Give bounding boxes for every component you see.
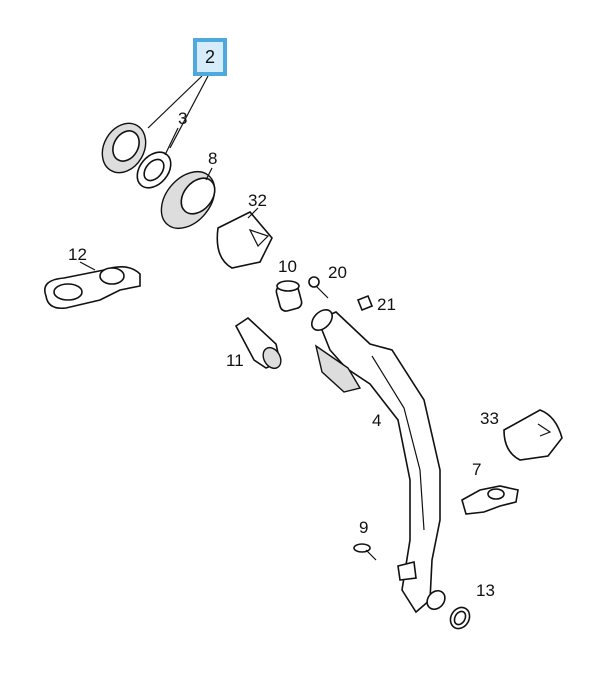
callout-2-selected[interactable]: 2 <box>193 38 227 76</box>
part-2-cap[interactable] <box>94 115 155 180</box>
part-20-screw[interactable] <box>308 276 329 299</box>
callout-10[interactable]: 10 <box>278 257 297 276</box>
callout-32[interactable]: 32 <box>248 191 267 210</box>
callout-8[interactable]: 8 <box>208 149 218 168</box>
part-10-bushing[interactable] <box>275 280 303 312</box>
callout-11[interactable]: 11 <box>226 351 244 370</box>
part-3-seal[interactable] <box>130 127 179 194</box>
callout-4[interactable]: 4 <box>372 411 382 430</box>
part-7-clip[interactable] <box>461 485 519 515</box>
part-4-filler-pipe[interactable] <box>308 306 449 614</box>
callout-33[interactable]: 33 <box>480 409 499 428</box>
callout-20[interactable]: 20 <box>328 263 347 282</box>
leader-line-2a <box>147 75 203 129</box>
callout-13[interactable]: 13 <box>476 581 495 600</box>
part-8-collar[interactable] <box>151 161 226 238</box>
callout-12[interactable]: 12 <box>68 245 87 264</box>
part-32-boot[interactable] <box>216 207 273 269</box>
part-12-clip[interactable] <box>44 261 141 310</box>
callout-21[interactable]: 21 <box>377 295 396 314</box>
callout-7[interactable]: 7 <box>472 460 482 479</box>
leader-line-2b <box>169 75 209 149</box>
part-9-screw[interactable] <box>353 543 377 561</box>
part-11-nozzle[interactable] <box>234 316 284 372</box>
callout-9[interactable]: 9 <box>359 518 369 537</box>
part-13-clamp[interactable] <box>447 604 474 632</box>
part-21-clip[interactable] <box>356 294 374 312</box>
callout-3[interactable]: 3 <box>178 109 188 128</box>
part-33-boot[interactable] <box>503 409 563 461</box>
